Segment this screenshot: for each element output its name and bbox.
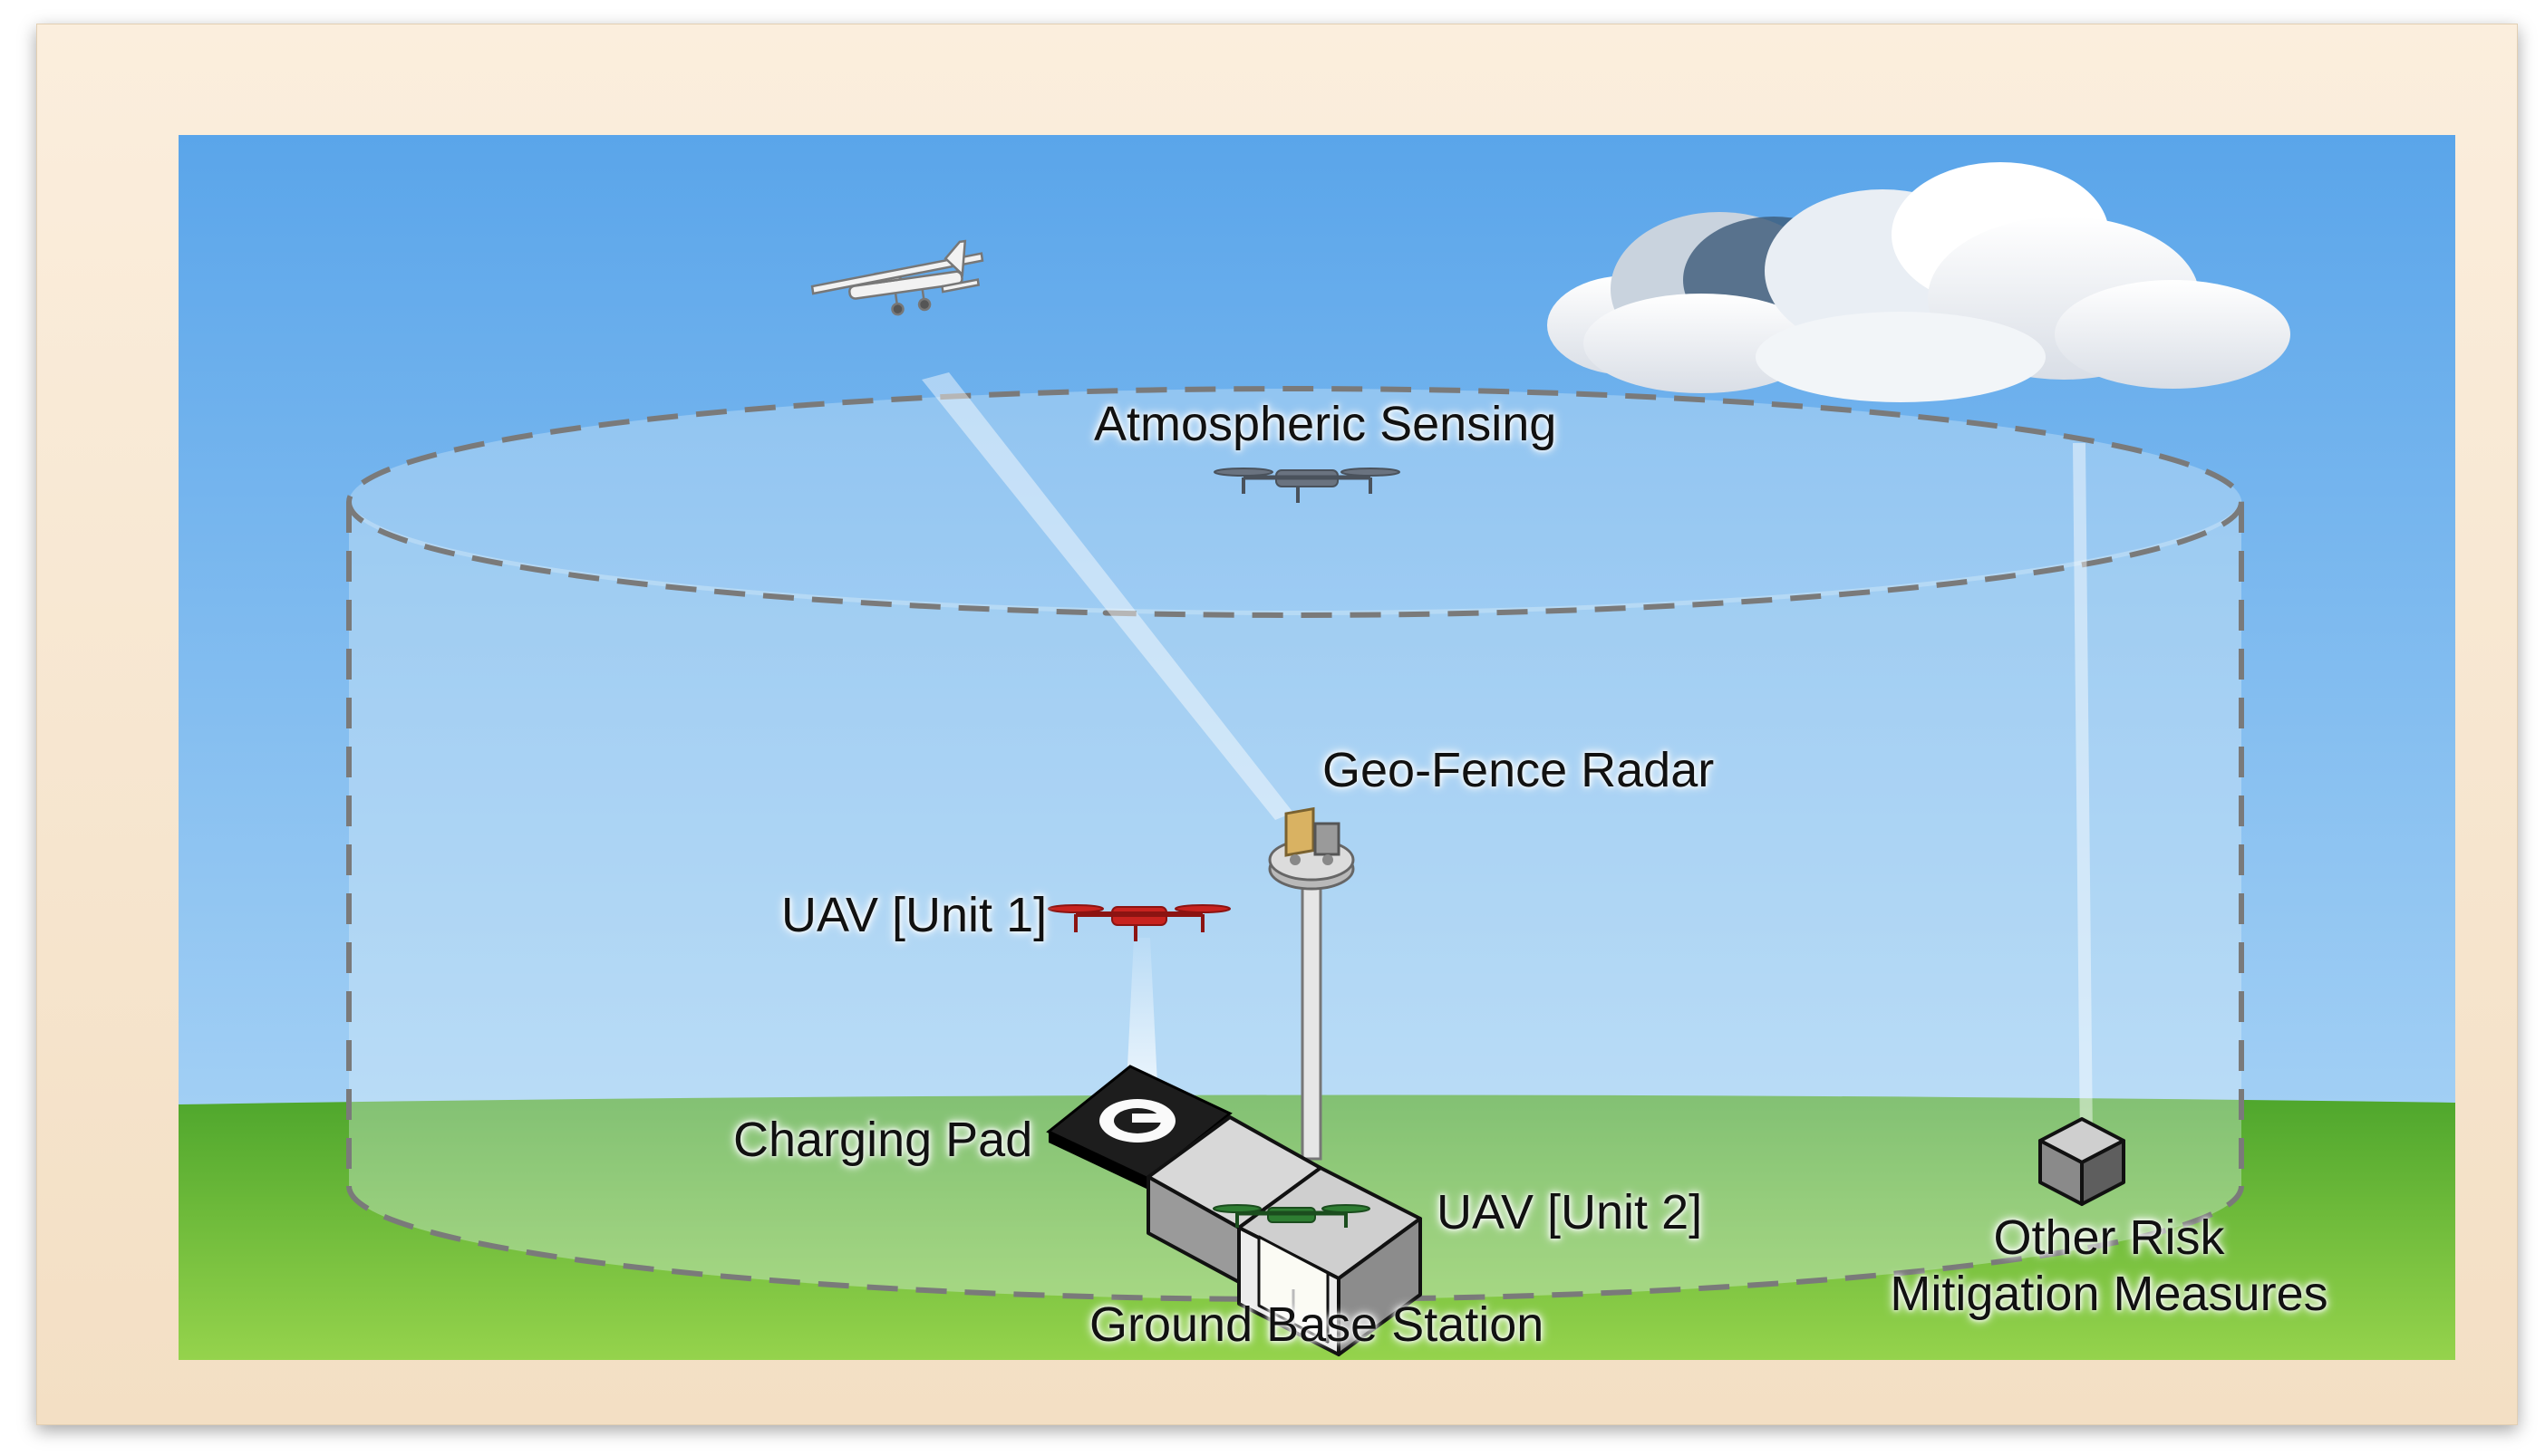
label-other-risk-line2: Mitigation Measures xyxy=(1890,1267,2328,1322)
risk-sensor-beam xyxy=(2073,443,2093,1141)
label-other-risk-line1: Other Risk xyxy=(1993,1210,2225,1265)
label-geo-fence-radar: Geo-Fence Radar xyxy=(1322,743,1715,797)
label-uav-unit-1: UAV [Unit 1] xyxy=(781,888,1048,942)
quadcopter-icon xyxy=(1213,1204,1370,1228)
charging-pad-icon xyxy=(1046,1065,1233,1190)
label-atmospheric-sensing: Atmospheric Sensing xyxy=(1094,397,1557,451)
label-charging-pad: Charging Pad xyxy=(733,1113,1033,1167)
label-other-risk-mitigation: Other Risk Mitigation Measures xyxy=(1882,1210,2336,1322)
geo-fence-volume xyxy=(349,497,2241,1299)
quadcopter-icon xyxy=(1048,904,1231,941)
uav1-beam xyxy=(1127,938,1157,1085)
scene: Atmospheric Sensing Geo-Fence Radar UAV … xyxy=(179,135,2455,1360)
quadcopter-icon xyxy=(1214,468,1400,503)
radar-icon xyxy=(1268,806,1355,891)
label-uav-unit-2: UAV [Unit 2] xyxy=(1437,1185,1703,1239)
diagram-frame: Atmospheric Sensing Geo-Fence Radar UAV … xyxy=(36,24,2518,1425)
radar-beam xyxy=(922,372,1293,820)
base-station-icon xyxy=(1147,1115,1422,1356)
radar-mast xyxy=(1301,876,1322,1161)
label-ground-base-station: Ground Base Station xyxy=(1089,1297,1544,1352)
cloud-icon xyxy=(1547,162,2290,402)
scene-illustration xyxy=(179,135,2455,1360)
airplane-icon xyxy=(810,239,984,316)
cube-icon xyxy=(2038,1117,2125,1206)
